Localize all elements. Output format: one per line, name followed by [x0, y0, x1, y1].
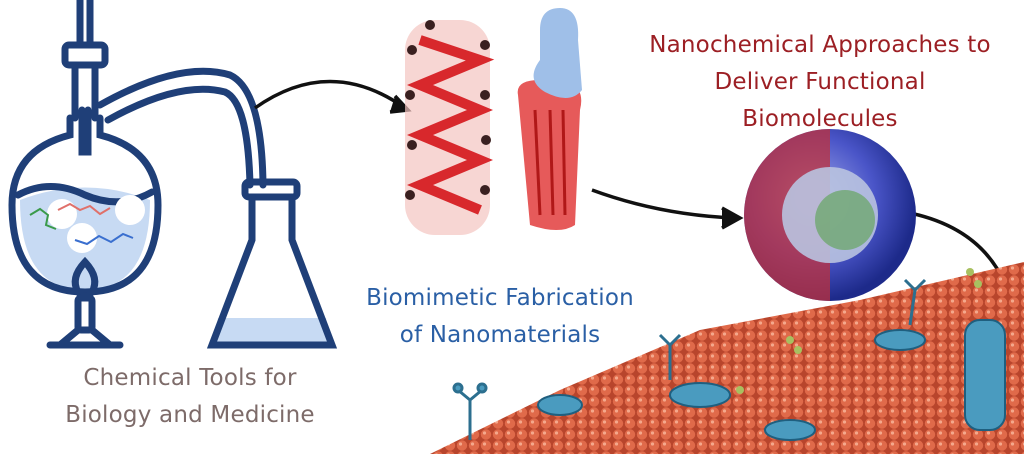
bunsen-burner: [46, 256, 124, 349]
nanochemical-label: Nanochemical Approaches to Deliver Funct…: [640, 27, 1000, 138]
nanoparticle: [744, 129, 916, 301]
peptide-amphiphile: [517, 8, 582, 230]
arrow-2: [591, 188, 736, 220]
label-line: Deliver Functional Biomolecules: [714, 69, 926, 132]
cell-membrane: [430, 262, 1024, 454]
peptide-helix: [405, 20, 495, 235]
round-bottom-flask: [8, 0, 267, 296]
chemical-tools-label: Chemical Tools for Biology and Medicine: [40, 360, 340, 434]
erlenmeyer-flask: [206, 178, 338, 349]
biomimetic-label: Biomimetic Fabrication of Nanomaterials: [350, 280, 650, 354]
label-line: Biomimetic Fabrication: [366, 285, 634, 311]
label-line: of Nanomaterials: [399, 322, 601, 348]
label-line: Biology and Medicine: [65, 402, 315, 428]
label-line: Nanochemical Approaches to: [649, 32, 991, 58]
molecule-drawing: [29, 195, 145, 253]
arrow-1: [253, 79, 407, 110]
label-line: Chemical Tools for: [83, 365, 297, 391]
